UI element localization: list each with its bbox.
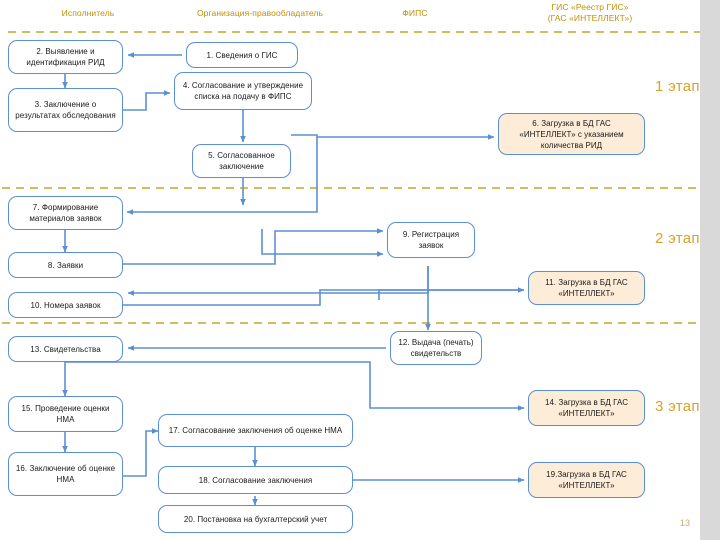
edge-10-to-11 (122, 289, 524, 306)
edge-16-to-17 (122, 428, 159, 477)
stage-label-1: 1 этап (655, 78, 700, 95)
process-node-6[interactable]: 6. Загрузка в БД ГАС «ИНТЕЛЛЕКТ» с указа… (498, 113, 645, 155)
process-node-5[interactable]: 5. Согласованное заключение (192, 144, 291, 178)
process-node-12[interactable]: 12. Выдача (печать) свидетельств (390, 331, 482, 365)
process-node-13[interactable]: 13. Свидетельства (8, 336, 123, 362)
process-node-19[interactable]: 19.Загрузка в БД ГАС «ИНТЕЛЛЕКТ» (528, 462, 645, 498)
process-node-18[interactable]: 18. Согласование заключения (158, 466, 353, 494)
process-node-1[interactable]: 1. Сведения о ГИС (186, 42, 298, 68)
process-node-8[interactable]: 8. Заявки (8, 252, 123, 278)
process-node-14[interactable]: 14. Загрузка в БД ГАС «ИНТЕЛЛЕКТ» (528, 390, 645, 426)
process-node-17[interactable]: 17. Согласование заключения об оценке НМ… (158, 414, 353, 447)
column-header-fips: ФИПС (402, 8, 428, 18)
process-node-10[interactable]: 10. Номера заявок (8, 292, 123, 318)
edge-8-to-9 (122, 228, 384, 265)
process-node-2[interactable]: 2. Выявление и идентификация РИД (8, 40, 123, 74)
edge-5-to-6 (291, 134, 495, 140)
edge-9-to-10 (127, 266, 429, 296)
process-node-16[interactable]: 16. Заключение об оценке НМА (8, 452, 123, 496)
stage-label-2: 2 этап (655, 230, 700, 247)
process-node-20[interactable]: 20. Постановка на бухгалтерский учет (158, 505, 353, 533)
process-node-15[interactable]: 15. Проведение оценки НМА (8, 396, 123, 432)
edge-3-to-4 (122, 90, 171, 111)
process-node-3[interactable]: 3. Заключение о результатах обследования (8, 88, 123, 132)
process-node-9[interactable]: 9. Регистрация заявок (387, 222, 475, 258)
column-header-organizatsiya: Организация-правообладатель (196, 8, 324, 18)
stage-label-3: 3 этап (655, 398, 700, 415)
edge-13-to-14 (65, 361, 525, 411)
column-header-gis-line1: ГИС «Реестр ГИС» (551, 2, 629, 12)
column-header-gis-line2: (ГАС «ИНТЕЛЛЕКТ») (547, 13, 633, 23)
process-node-11[interactable]: 11. Загрузка в БД ГАС «ИНТЕЛЛЕКТ» (528, 271, 645, 305)
column-header-ispolnitel: Исполнитель (61, 8, 115, 18)
column-header-gis: ГИС «Реестр ГИС» (ГАС «ИНТЕЛЛЕКТ») (490, 2, 690, 24)
process-node-7[interactable]: 7. Формирование материалов заявок (8, 196, 123, 230)
process-node-4[interactable]: 4. Согласование и утверждение списка на … (174, 72, 312, 110)
edge-7-to-9 (261, 229, 384, 257)
edge-to-11 (378, 287, 525, 300)
page-number: 13 (680, 518, 691, 528)
